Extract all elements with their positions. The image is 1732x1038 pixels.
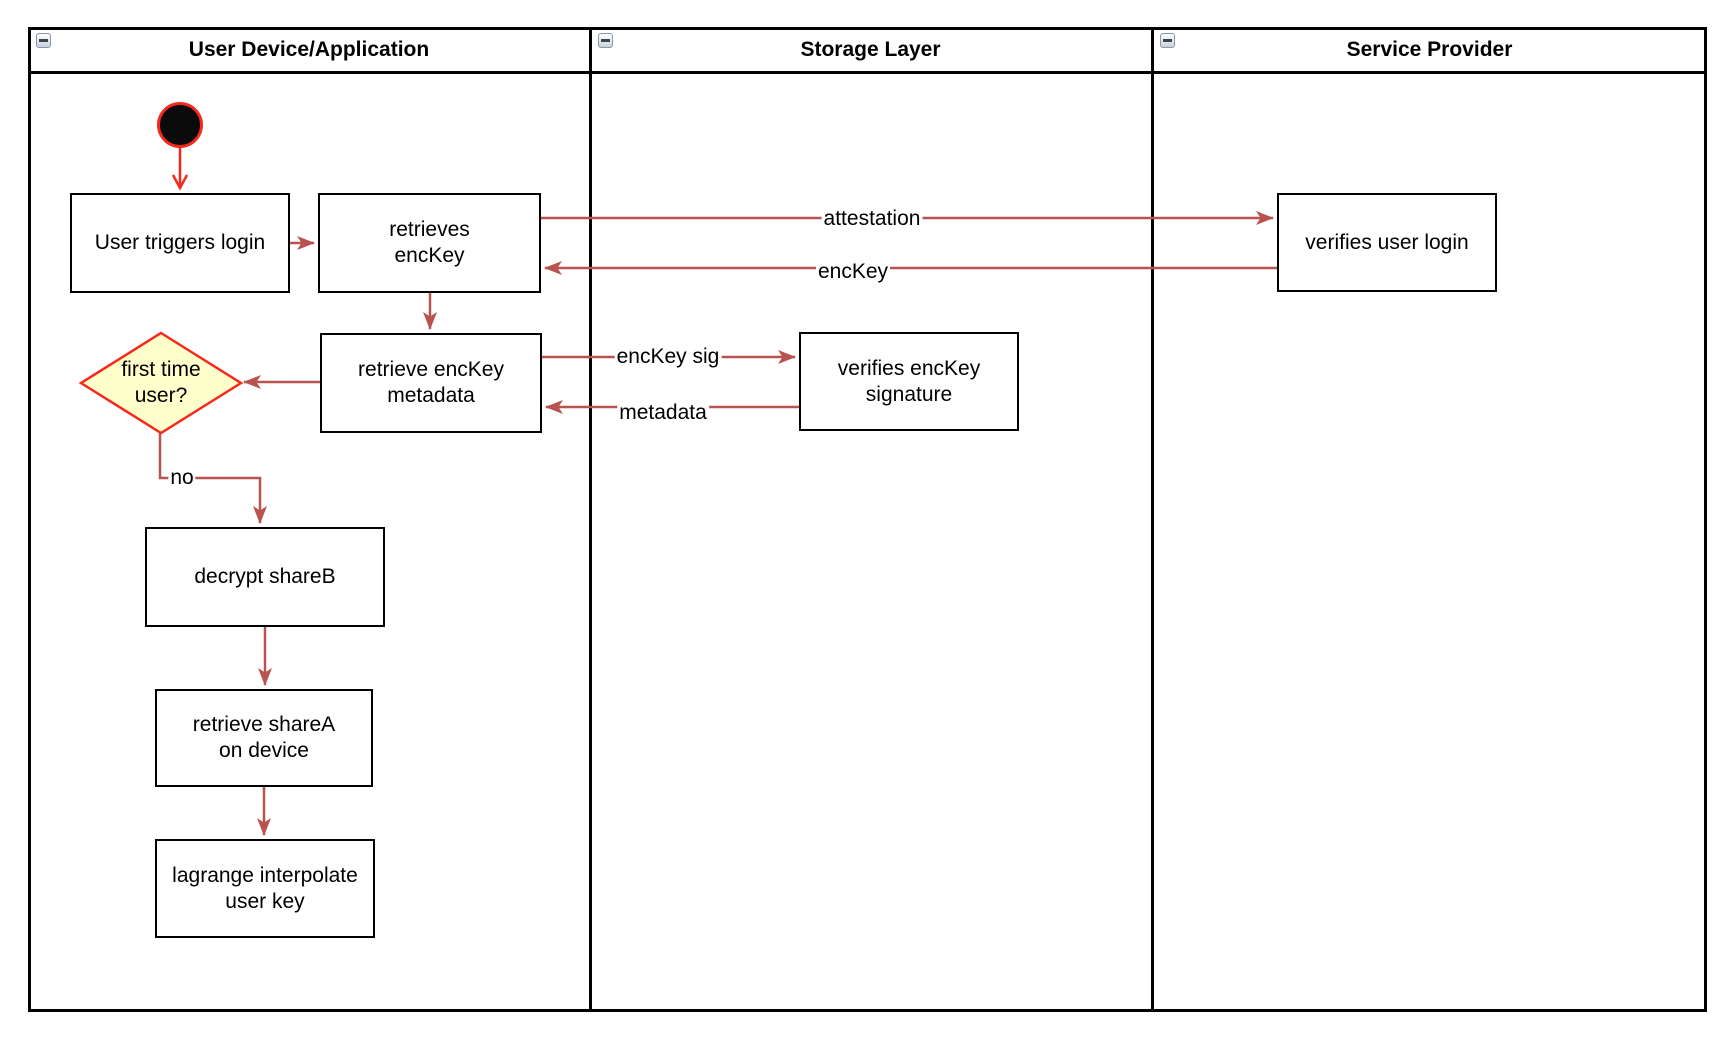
pool-border	[28, 27, 1707, 1012]
lane-header-underline	[28, 71, 1707, 74]
node-lagrange-interpolate-user-key[interactable]: lagrange interpolate user key	[155, 839, 375, 938]
minus-glyph	[601, 39, 610, 42]
lane-divider-2	[1151, 27, 1154, 1012]
lane-divider-1	[589, 27, 592, 1012]
minus-glyph	[1163, 39, 1172, 42]
node-verifies-enckey-signature[interactable]: verifies encKey signature	[799, 332, 1019, 431]
lane-title-user-device: User Device/Application	[188, 38, 430, 61]
lane-title-service-provider: Service Provider	[1346, 38, 1513, 61]
node-user-triggers-login[interactable]: User triggers login	[70, 193, 290, 293]
collapse-minus-icon[interactable]	[598, 33, 613, 48]
minus-glyph	[39, 39, 48, 42]
node-retrieve-enckey-metadata[interactable]: retrieve encKey metadata	[320, 333, 542, 433]
decision-first-time-user[interactable]: first time user?	[78, 330, 244, 436]
lane-title-storage-layer: Storage Layer	[800, 38, 941, 61]
node-verifies-user-login[interactable]: verifies user login	[1277, 193, 1497, 292]
decision-diamond-shape	[78, 331, 244, 435]
edge-label-no: no	[168, 466, 196, 490]
node-retrieves-enckey[interactable]: retrieves encKey	[318, 193, 541, 293]
edge-label-enckey: encKey	[815, 260, 891, 284]
edge-no-to-decrypt	[158, 432, 267, 524]
node-decrypt-shareb[interactable]: decrypt shareB	[145, 527, 385, 627]
edge-label-enckey-sig: encKey sig	[614, 345, 722, 369]
edge-label-metadata: metadata	[617, 401, 709, 425]
collapse-minus-icon[interactable]	[36, 33, 51, 48]
decision-label: first time user?	[121, 358, 201, 407]
initial-node[interactable]	[157, 102, 203, 148]
node-retrieve-sharea-on-device[interactable]: retrieve shareA on device	[155, 689, 373, 787]
edge-label-attestation: attestation	[821, 207, 923, 231]
collapse-minus-icon[interactable]	[1160, 33, 1175, 48]
